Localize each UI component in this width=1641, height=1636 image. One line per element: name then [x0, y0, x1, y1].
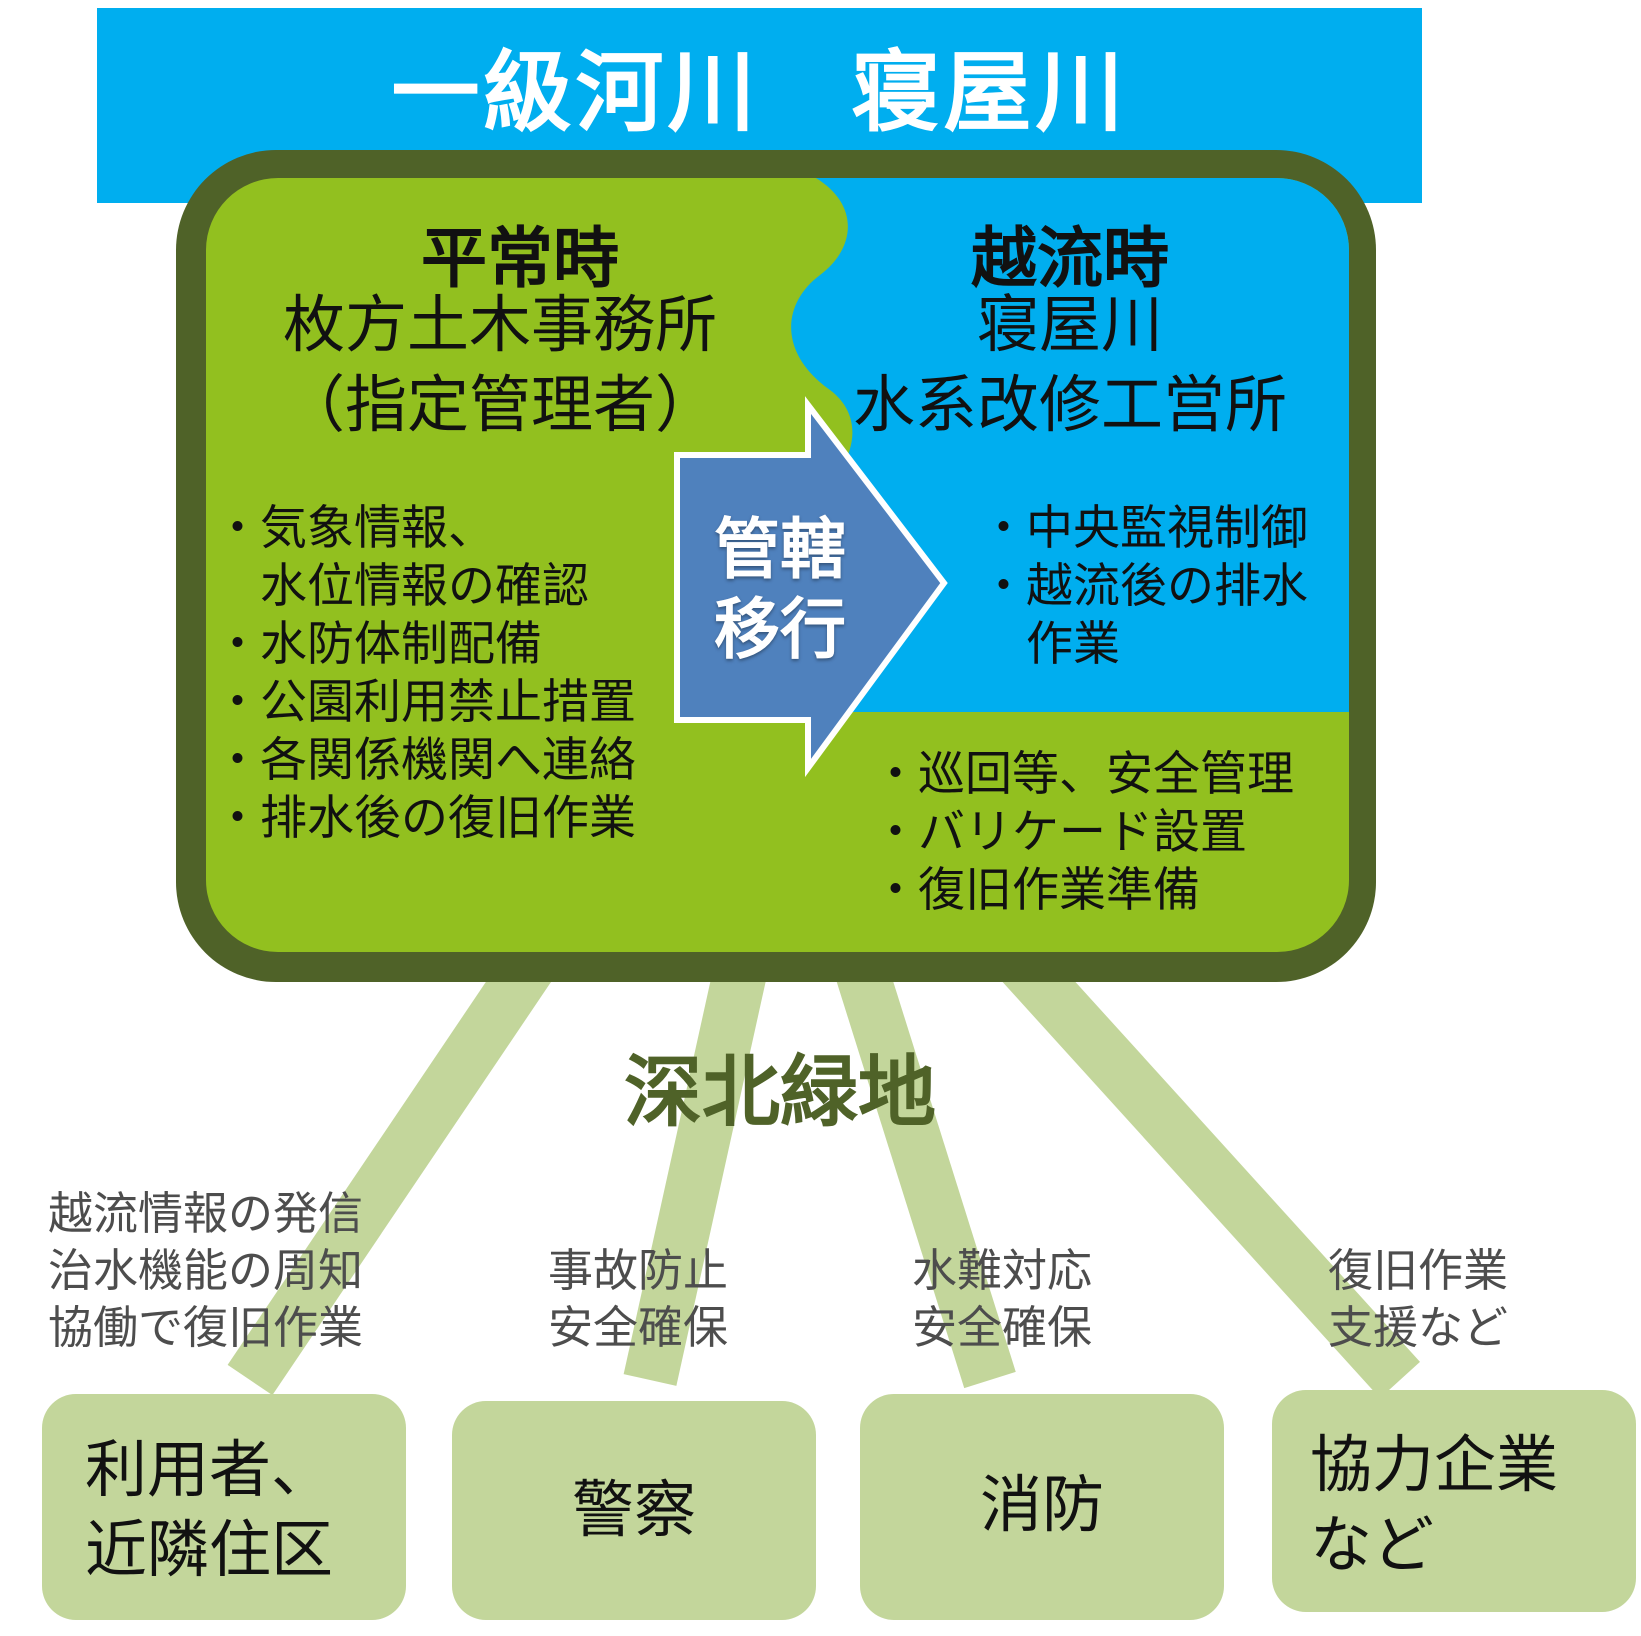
normal-org-line2: （指定管理者）	[282, 368, 717, 441]
box-fire-bg	[860, 1394, 1224, 1620]
normal-heading: 平常時	[421, 220, 619, 297]
box-users-line: 利用者、	[85, 1433, 334, 1506]
connector-fire	[829, 941, 1016, 1389]
note-partners-line: 復旧作業	[1328, 1244, 1509, 1297]
normal-task-list: 気象情報、 水位情報の確認 水防体制配備 公園利用禁止措置 各関係機関へ連絡 排…	[214, 500, 636, 848]
arrow-label-line2: 移行	[714, 591, 846, 668]
arrow-label-line1: 管轄	[714, 511, 846, 588]
box-partners-line: 協力企業	[1310, 1428, 1559, 1501]
box-partners-bg	[1272, 1390, 1636, 1612]
note-police-line: 事故防止	[548, 1244, 729, 1297]
box-users: 利用者、 近隣住区	[85, 1430, 333, 1590]
overflow-task-list: 中央監視制御 越流後の排水 作業	[980, 500, 1308, 674]
connector-lines	[227, 931, 1420, 1399]
normal-task-item: 水防体制配備	[214, 616, 636, 674]
box-police-bg	[452, 1401, 816, 1620]
note-users: 越流情報の発信 治水機能の周知 協働で復旧作業	[48, 1185, 363, 1356]
connector-police	[623, 944, 772, 1386]
note-users-line: 越流情報の発信	[48, 1187, 364, 1240]
shared-task-item: 巡回等、安全管理	[872, 746, 1294, 804]
box-users-line: 近隣住区	[85, 1513, 334, 1586]
overflow-task-item: 中央監視制御	[980, 500, 1308, 558]
note-police: 事故防止 安全確保	[548, 1242, 728, 1356]
note-fire-line: 安全確保	[912, 1301, 1093, 1354]
note-fire-line: 水難対応	[912, 1244, 1093, 1297]
overflow-task-item-cont: 作業	[1026, 617, 1120, 672]
shared-task-item: 復旧作業準備	[872, 862, 1294, 920]
note-users-line: 治水機能の周知	[48, 1244, 364, 1297]
overflow-heading: 越流時	[971, 220, 1169, 297]
box-users-bg	[42, 1394, 406, 1620]
connector-partners	[990, 931, 1420, 1399]
box-partners-line: など	[1310, 1508, 1435, 1581]
page-title: 一級河川 寝屋川	[391, 41, 1128, 144]
normal-task-item-cont: 水位情報の確認	[260, 559, 589, 614]
normal-task-item: 各関係機関へ連絡	[214, 732, 636, 790]
park-name: 深北緑地	[623, 1048, 936, 1138]
shared-task-item: バリケード設置	[872, 804, 1294, 862]
normal-task-item: 排水後の復旧作業	[214, 790, 636, 848]
overflow-task-item: 越流後の排水	[980, 558, 1308, 616]
normal-task-item: 公園利用禁止措置	[214, 674, 636, 732]
box-police: 警察	[571, 1473, 696, 1546]
overflow-org-line1: 寝屋川	[976, 288, 1163, 361]
overflow-org-line2: 水系改修工営所	[852, 368, 1287, 441]
transition-arrow	[674, 396, 948, 778]
note-fire: 水難対応 安全確保	[912, 1242, 1092, 1356]
box-fire: 消防	[979, 1468, 1104, 1541]
note-partners: 復旧作業 支援など	[1328, 1242, 1508, 1356]
note-police-line: 安全確保	[548, 1301, 729, 1354]
note-users-line: 協働で復旧作業	[48, 1301, 364, 1354]
connector-users	[227, 934, 563, 1396]
shared-task-list: 巡回等、安全管理 バリケード設置 復旧作業準備	[872, 746, 1294, 920]
normal-org-line1: 枚方土木事務所	[282, 288, 717, 361]
normal-task-item: 気象情報、	[214, 500, 636, 558]
note-partners-line: 支援など	[1328, 1301, 1509, 1354]
box-partners: 協力企業 など	[1310, 1425, 1558, 1585]
